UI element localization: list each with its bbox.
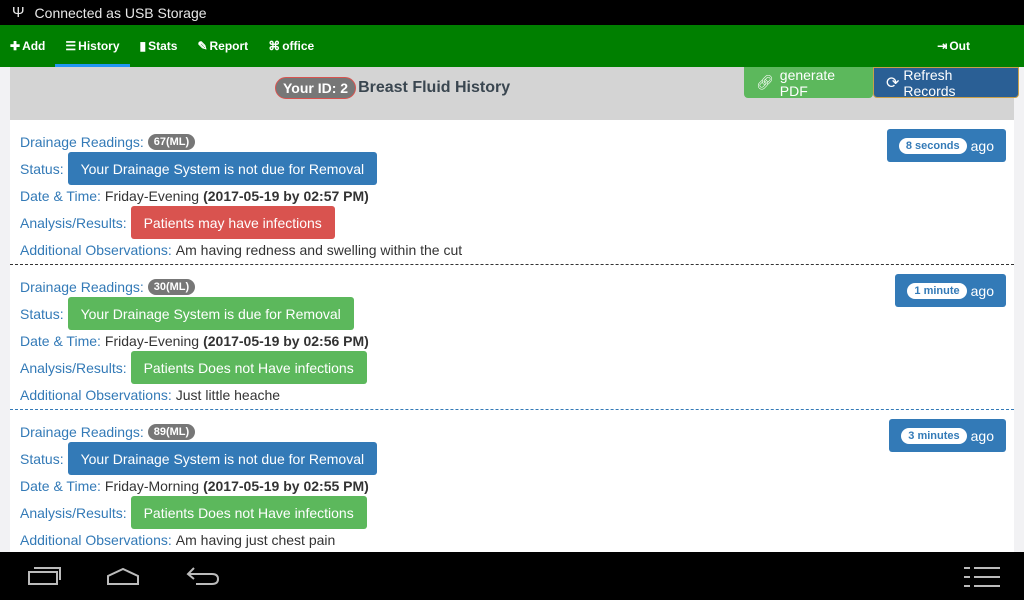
analysis-row: Analysis/Results:Patients may have infec… bbox=[20, 206, 1004, 239]
refresh-icon: ⟳ bbox=[886, 74, 900, 92]
analysis-pill: Patients Does not Have infections bbox=[130, 351, 367, 384]
record-item: Drainage Readings:30(ML) Status:Your Dra… bbox=[10, 265, 1014, 410]
status-pill: Your Drainage System is due for Removal bbox=[67, 297, 354, 330]
status-label: Status: bbox=[20, 160, 64, 177]
nav-label: Add bbox=[22, 39, 46, 53]
observations-label: Additional Observations: bbox=[20, 386, 172, 403]
elapsed-badge: 3 minutes bbox=[901, 427, 967, 444]
drainage-row: Drainage Readings:67(ML) bbox=[20, 128, 1004, 155]
records-list[interactable]: Drainage Readings:67(ML) Status:Your Dra… bbox=[10, 120, 1014, 552]
record-item: Drainage Readings:89(ML) Status:Your Dra… bbox=[10, 410, 1014, 552]
pencil-icon: ✎ bbox=[197, 39, 208, 53]
home-icon[interactable] bbox=[107, 566, 139, 591]
day-text: Friday-Evening bbox=[104, 187, 200, 204]
nav-label: office bbox=[282, 39, 315, 53]
generate-pdf-button[interactable]: 🔗︎ generate PDF bbox=[744, 66, 873, 99]
bar-chart-icon: ▮ bbox=[139, 39, 147, 53]
ago-text: ago bbox=[970, 137, 994, 154]
ago-text: ago bbox=[970, 427, 994, 444]
nav-label: Report bbox=[209, 39, 249, 53]
list-icon: ☰ bbox=[65, 39, 77, 53]
datetime-label: Date & Time: bbox=[20, 332, 101, 349]
sign-out-icon: ⇥ bbox=[937, 39, 948, 53]
nav-history[interactable]: ☰History bbox=[55, 25, 130, 67]
button-label: generate PDF bbox=[779, 66, 836, 99]
analysis-label: Analysis/Results: bbox=[20, 504, 127, 521]
page-header: Your ID: 2 Breast Fluid History 🔗︎ genera… bbox=[10, 66, 1019, 120]
day-text: Friday-Morning bbox=[104, 477, 200, 494]
drainage-label: Drainage Readings: bbox=[20, 278, 144, 295]
status-label: Status: bbox=[20, 450, 64, 467]
plus-icon: ✚ bbox=[10, 39, 21, 53]
back-icon[interactable] bbox=[186, 566, 220, 591]
user-id-badge: Your ID: 2 bbox=[275, 77, 357, 99]
nav-label: Stats bbox=[148, 39, 178, 53]
status-row: Status:Your Drainage System is due for R… bbox=[20, 297, 1004, 330]
sitemap-icon: ⌘ bbox=[268, 39, 281, 53]
record-item: Drainage Readings:67(ML) Status:Your Dra… bbox=[10, 120, 1014, 265]
status-text: Connected as USB Storage bbox=[34, 4, 207, 21]
logout-button[interactable]: ⇥Out bbox=[927, 25, 980, 67]
datetime-label: Date & Time: bbox=[20, 477, 101, 494]
datetime-row: Date & Time:Friday-Morning(2017-05-19 by… bbox=[20, 472, 1004, 499]
nav-office[interactable]: ⌘office bbox=[258, 25, 324, 67]
date-text: (2017-05-19 by 02:57 PM) bbox=[203, 187, 369, 204]
analysis-pill: Patients may have infections bbox=[130, 206, 335, 239]
date-text: (2017-05-19 by 02:55 PM) bbox=[203, 477, 369, 494]
link-icon: 🔗︎ bbox=[756, 74, 774, 90]
drainage-row: Drainage Readings:30(ML) bbox=[20, 273, 1004, 300]
reading-badge: 89(ML) bbox=[147, 423, 196, 440]
drainage-label: Drainage Readings: bbox=[20, 133, 144, 150]
drainage-label: Drainage Readings: bbox=[20, 423, 144, 440]
analysis-row: Analysis/Results:Patients Does not Have … bbox=[20, 496, 1004, 529]
nav-report[interactable]: ✎Report bbox=[187, 25, 258, 67]
observations-text: Am having redness and swelling within th… bbox=[175, 241, 463, 258]
status-pill: Your Drainage System is not due for Remo… bbox=[67, 442, 378, 475]
ago-text: ago bbox=[970, 282, 994, 299]
observations-text: Just little heache bbox=[175, 386, 281, 403]
analysis-row: Analysis/Results:Patients Does not Have … bbox=[20, 351, 1004, 384]
observations-row: Additional Observations:Am having rednes… bbox=[20, 236, 1004, 263]
observations-text: Am having just chest pain bbox=[175, 531, 336, 548]
status-pill: Your Drainage System is not due for Remo… bbox=[67, 152, 378, 185]
system-status-bar: Ψ Connected as USB Storage bbox=[0, 0, 1024, 25]
reading-badge: 67(ML) bbox=[147, 133, 196, 150]
observations-label: Additional Observations: bbox=[20, 241, 172, 258]
nav-stats[interactable]: ▮Stats bbox=[130, 25, 188, 67]
elapsed-badge: 1 minute bbox=[907, 282, 967, 299]
usb-icon: Ψ bbox=[12, 4, 25, 21]
analysis-label: Analysis/Results: bbox=[20, 359, 127, 376]
day-text: Friday-Evening bbox=[104, 332, 200, 349]
datetime-row: Date & Time:Friday-Evening(2017-05-19 by… bbox=[20, 327, 1004, 354]
observations-label: Additional Observations: bbox=[20, 531, 172, 548]
observations-row: Additional Observations:Just little heac… bbox=[20, 381, 1004, 408]
observations-row: Additional Observations:Am having just c… bbox=[20, 526, 1004, 552]
elapsed-badge: 8 seconds bbox=[898, 137, 967, 154]
page-title: Your ID: 2 Breast Fluid History bbox=[275, 77, 510, 99]
nav-label: Out bbox=[949, 39, 970, 53]
nav-label: History bbox=[78, 39, 120, 53]
datetime-label: Date & Time: bbox=[20, 187, 101, 204]
datetime-row: Date & Time:Friday-Evening(2017-05-19 by… bbox=[20, 182, 1004, 209]
button-label: Refresh Records bbox=[903, 66, 956, 99]
status-label: Status: bbox=[20, 305, 64, 322]
nav-add[interactable]: ✚Add bbox=[0, 25, 55, 67]
drainage-row: Drainage Readings:89(ML) bbox=[20, 418, 1004, 445]
analysis-label: Analysis/Results: bbox=[20, 214, 127, 231]
navbar: ✚Add ☰History ▮Stats ✎Report ⌘office ⇥Ou… bbox=[0, 25, 1024, 67]
status-row: Status:Your Drainage System is not due f… bbox=[20, 152, 1004, 185]
refresh-records-button[interactable]: ⟳Refresh Records bbox=[873, 66, 1019, 99]
date-text: (2017-05-19 by 02:56 PM) bbox=[203, 332, 369, 349]
system-nav-bar bbox=[0, 552, 1024, 600]
menu-icon[interactable] bbox=[964, 566, 1000, 593]
analysis-pill: Patients Does not Have infections bbox=[130, 496, 367, 529]
title-text: Breast Fluid History bbox=[358, 79, 511, 96]
recent-apps-icon[interactable] bbox=[28, 566, 62, 591]
reading-badge: 30(ML) bbox=[147, 278, 196, 295]
status-row: Status:Your Drainage System is not due f… bbox=[20, 442, 1004, 475]
